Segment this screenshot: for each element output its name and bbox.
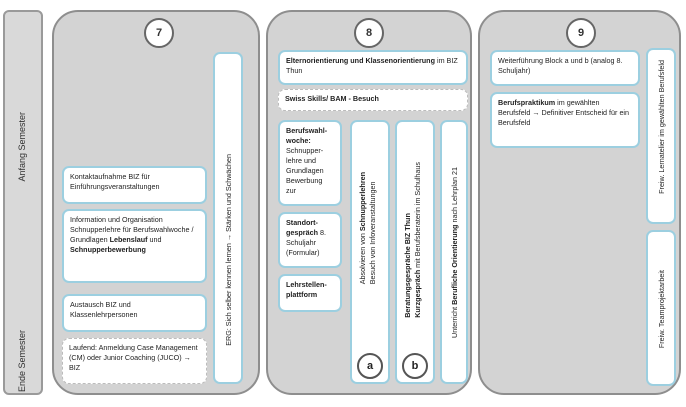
column-9-number: 9 — [566, 18, 596, 48]
box-weiterfuehrung: Weiterführung Block a und b (analog 8. S… — [490, 50, 640, 86]
vertical-box-unterricht: Unterricht Berufliche Orientierung nach … — [440, 120, 468, 384]
box-laufend-anmeldung: Laufend: Anmeldung Case Management (CM) … — [62, 338, 207, 384]
box-elternorientierung: Elternorientierung und Klassenorientieru… — [278, 50, 468, 85]
box-standortgespraech: Standort-gespräch 8. Schuljahr (Formular… — [278, 212, 342, 268]
box-berufspraktikum: Berufspraktikum im gewählten Berufsfeld … — [490, 92, 640, 148]
semester-sidebar: Anfang Semester Ende Semester — [3, 10, 43, 395]
circle-b: b — [402, 353, 428, 379]
sidebar-bottom-label: Ende Semester — [17, 330, 27, 393]
box-berufswahlwoche: Berufswahl-woche: Schnupper-lehre und Gr… — [278, 120, 342, 206]
column-8: 8 Elternorientierung und Klassenorientie… — [266, 10, 472, 395]
box-austausch-biz: Austausch BIZ und Klassenlehrpersonen — [62, 294, 207, 332]
box-swiss-skills: Swiss Skills/ BAM - Besuch — [278, 89, 468, 111]
box-lehrstellenplattform: Lehrstellen-plattform — [278, 274, 342, 312]
column-7: 7 Kontaktaufnahme BIZ für Einführungsver… — [52, 10, 260, 395]
box-kontaktaufnahme: Kontaktaufnahme BIZ für Einführungsveran… — [62, 166, 207, 204]
circle-a: a — [357, 353, 383, 379]
column-7-number: 7 — [144, 18, 174, 48]
sidebar-top-label: Anfang Semester — [17, 112, 27, 182]
column-8-number: 8 — [354, 18, 384, 48]
box-information-organisation: Information und Organisation Schnupperle… — [62, 209, 207, 283]
vertical-box-teamprojekt: Freiw. Teamprojektarbeit — [646, 230, 676, 386]
column-9: 9 Weiterführung Block a und b (analog 8.… — [478, 10, 681, 395]
vertical-box-erg: ERG: Sich selber kennen lernen → Stärken… — [213, 52, 243, 384]
vertical-box-lernatelier: Freiw. Lernatelier im gewählten Berufsfe… — [646, 48, 676, 224]
